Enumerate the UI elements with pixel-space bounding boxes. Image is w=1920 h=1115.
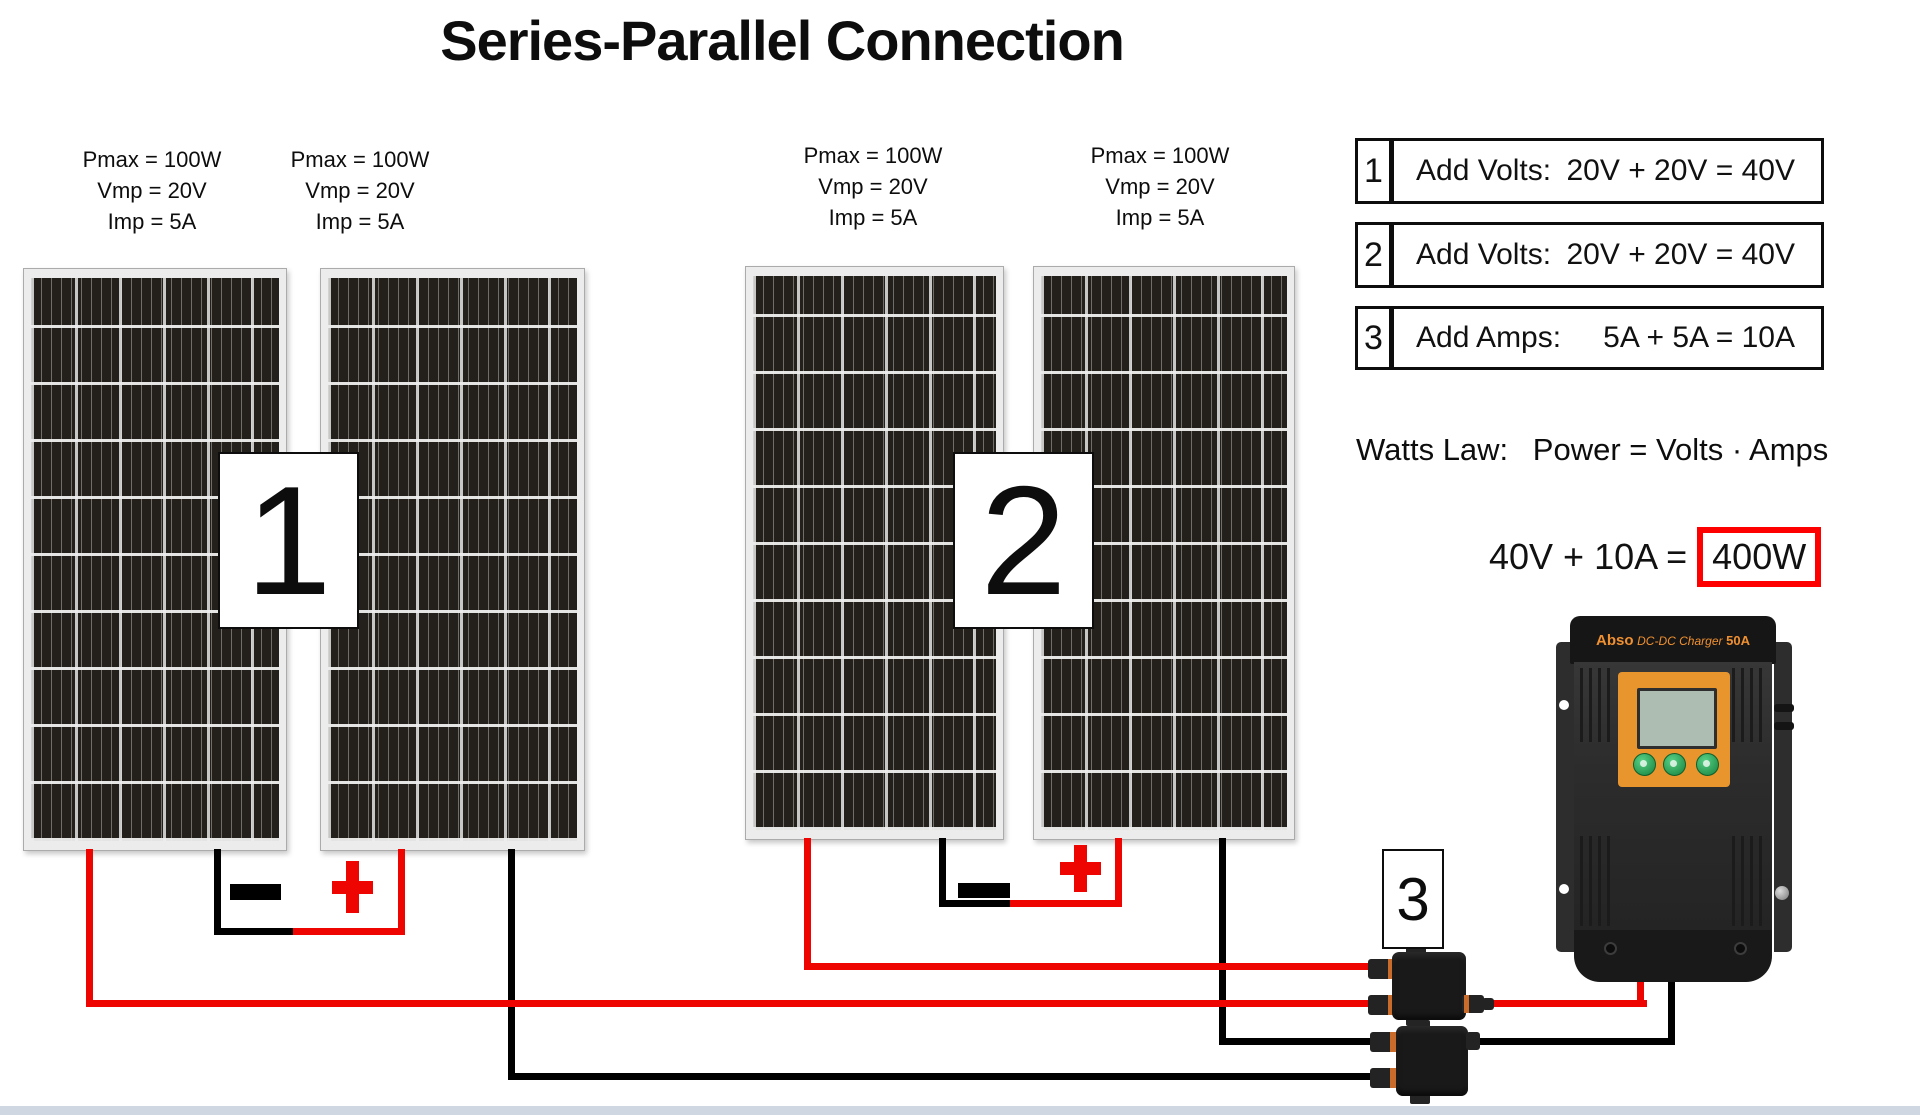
pair-number: 2	[980, 454, 1067, 627]
wire-positive	[398, 849, 405, 935]
mc4-branch-connector-negative-icon	[1368, 1020, 1480, 1104]
step-equation: Add Volts: 20V + 20V = 40V	[1391, 222, 1824, 288]
spec-line: Pmax = 100W	[82, 147, 222, 172]
pair-1-label: 1	[218, 452, 359, 629]
wire-negative	[1464, 1038, 1675, 1045]
charger-bottom-cap	[1574, 930, 1772, 982]
result-highlight-box: 400W	[1697, 527, 1822, 587]
side-notch	[1774, 722, 1794, 730]
junction-number: 3	[1396, 865, 1430, 933]
step-equation: Add Volts: 20V + 20V = 40V	[1391, 138, 1824, 204]
page-title: Series-Parallel Connection	[440, 9, 1125, 72]
spec-line: Imp = 5A	[1115, 205, 1205, 230]
step-row-1: 1 Add Volts: 20V + 20V = 40V	[1355, 138, 1824, 204]
charger-brand: Abso	[1596, 631, 1634, 649]
panel-3-specs: Pmax = 100W Vmp = 20V Imp = 5A	[753, 140, 993, 233]
charger-display-panel	[1618, 672, 1730, 787]
wire-positive	[1010, 900, 1122, 907]
mounting-hole	[1559, 700, 1569, 710]
plus-symbol	[1060, 845, 1101, 892]
wire-positive	[804, 963, 1382, 970]
spec-line: Vmp = 20V	[305, 178, 415, 203]
wire-negative	[1668, 977, 1675, 1045]
wire-positive	[1115, 838, 1122, 907]
step-label: Add Volts:	[1416, 238, 1552, 271]
wire-positive	[86, 849, 93, 1007]
wire-positive	[804, 838, 811, 970]
bottom-border-bar	[0, 1106, 1920, 1115]
wire-negative	[508, 1073, 1405, 1080]
step-label: Add Amps:	[1416, 321, 1562, 354]
panel-cells	[328, 278, 577, 841]
charger-body	[1574, 662, 1772, 932]
wire-positive	[1462, 1000, 1647, 1007]
step-number: 2	[1355, 222, 1392, 288]
spec-line: Imp = 5A	[828, 205, 918, 230]
step-equation: Add Amps: 5A + 5A = 10A	[1391, 306, 1824, 370]
charger-button-icon	[1696, 753, 1719, 776]
step-formula: 20V + 20V = 40V	[1566, 154, 1795, 187]
mounting-flange	[1774, 642, 1792, 952]
step-label: Add Volts:	[1416, 154, 1552, 187]
mounting-flange	[1556, 642, 1574, 952]
wire-negative	[1219, 1038, 1405, 1045]
minus-symbol	[230, 884, 281, 900]
panel-4-specs: Pmax = 100W Vmp = 20V Imp = 5A	[1040, 140, 1280, 233]
watts-law-label: Watts Law:	[1356, 432, 1509, 467]
wire-negative	[939, 900, 1017, 907]
wire-positive	[1637, 977, 1644, 1007]
wire-negative	[939, 838, 946, 907]
panel-1-specs: Pmax = 100W Vmp = 20V Imp = 5A	[32, 144, 272, 237]
side-notch	[1774, 704, 1794, 712]
mounting-hole	[1559, 884, 1569, 894]
watts-law: Watts Law: Power = Volts · Amps	[1356, 432, 1828, 468]
spec-line: Imp = 5A	[315, 209, 405, 234]
step-formula: 5A + 5A = 10A	[1603, 321, 1795, 354]
flange-screw	[1775, 886, 1789, 900]
dc-dc-charger: Abso DC-DC Charger 50A	[1556, 616, 1794, 982]
result-prefix: 40V + 10A =	[1489, 536, 1688, 577]
wire-negative	[508, 849, 515, 1080]
step-number: 1	[1355, 138, 1392, 204]
charger-rating: 50A	[1726, 632, 1750, 648]
charger-button-icon	[1663, 753, 1686, 776]
spec-line: Vmp = 20V	[818, 174, 928, 199]
junction-label: 3	[1382, 849, 1444, 949]
charger-top-label: Abso DC-DC Charger 50A	[1570, 616, 1776, 664]
wire-negative	[1219, 838, 1226, 1045]
panel-2-specs: Pmax = 100W Vmp = 20V Imp = 5A	[240, 144, 480, 237]
wire-positive	[86, 1000, 1382, 1007]
minus-symbol	[958, 883, 1010, 898]
wire-positive	[293, 928, 405, 935]
spec-line: Imp = 5A	[107, 209, 197, 234]
spec-line: Vmp = 20V	[1105, 174, 1215, 199]
wire-negative	[214, 928, 300, 935]
spec-line: Pmax = 100W	[1090, 143, 1230, 168]
solar-panel-4	[1033, 266, 1295, 840]
spec-line: Vmp = 20V	[97, 178, 207, 203]
wire-negative	[214, 849, 221, 935]
charger-screen	[1637, 688, 1717, 749]
watts-law-formula: Power = Volts · Amps	[1532, 432, 1829, 467]
charger-type: DC-DC Charger	[1637, 633, 1723, 648]
cap-screw	[1734, 942, 1747, 955]
charger-button-icon	[1633, 753, 1656, 776]
step-number: 3	[1355, 306, 1392, 370]
result-equation: 40V + 10A = 400W	[1489, 527, 1822, 587]
spec-line: Pmax = 100W	[803, 143, 943, 168]
pair-2-label: 2	[953, 452, 1094, 629]
step-row-2: 2 Add Volts: 20V + 20V = 40V	[1355, 222, 1824, 288]
solar-panel-2	[320, 268, 585, 851]
step-formula: 20V + 20V = 40V	[1566, 238, 1795, 271]
cap-screw	[1604, 942, 1617, 955]
pair-number: 1	[245, 454, 332, 627]
spec-line: Pmax = 100W	[290, 147, 430, 172]
plus-symbol	[332, 861, 373, 913]
mc4-branch-connector-positive-icon	[1368, 944, 1494, 1026]
step-row-3: 3 Add Amps: 5A + 5A = 10A	[1355, 306, 1824, 370]
